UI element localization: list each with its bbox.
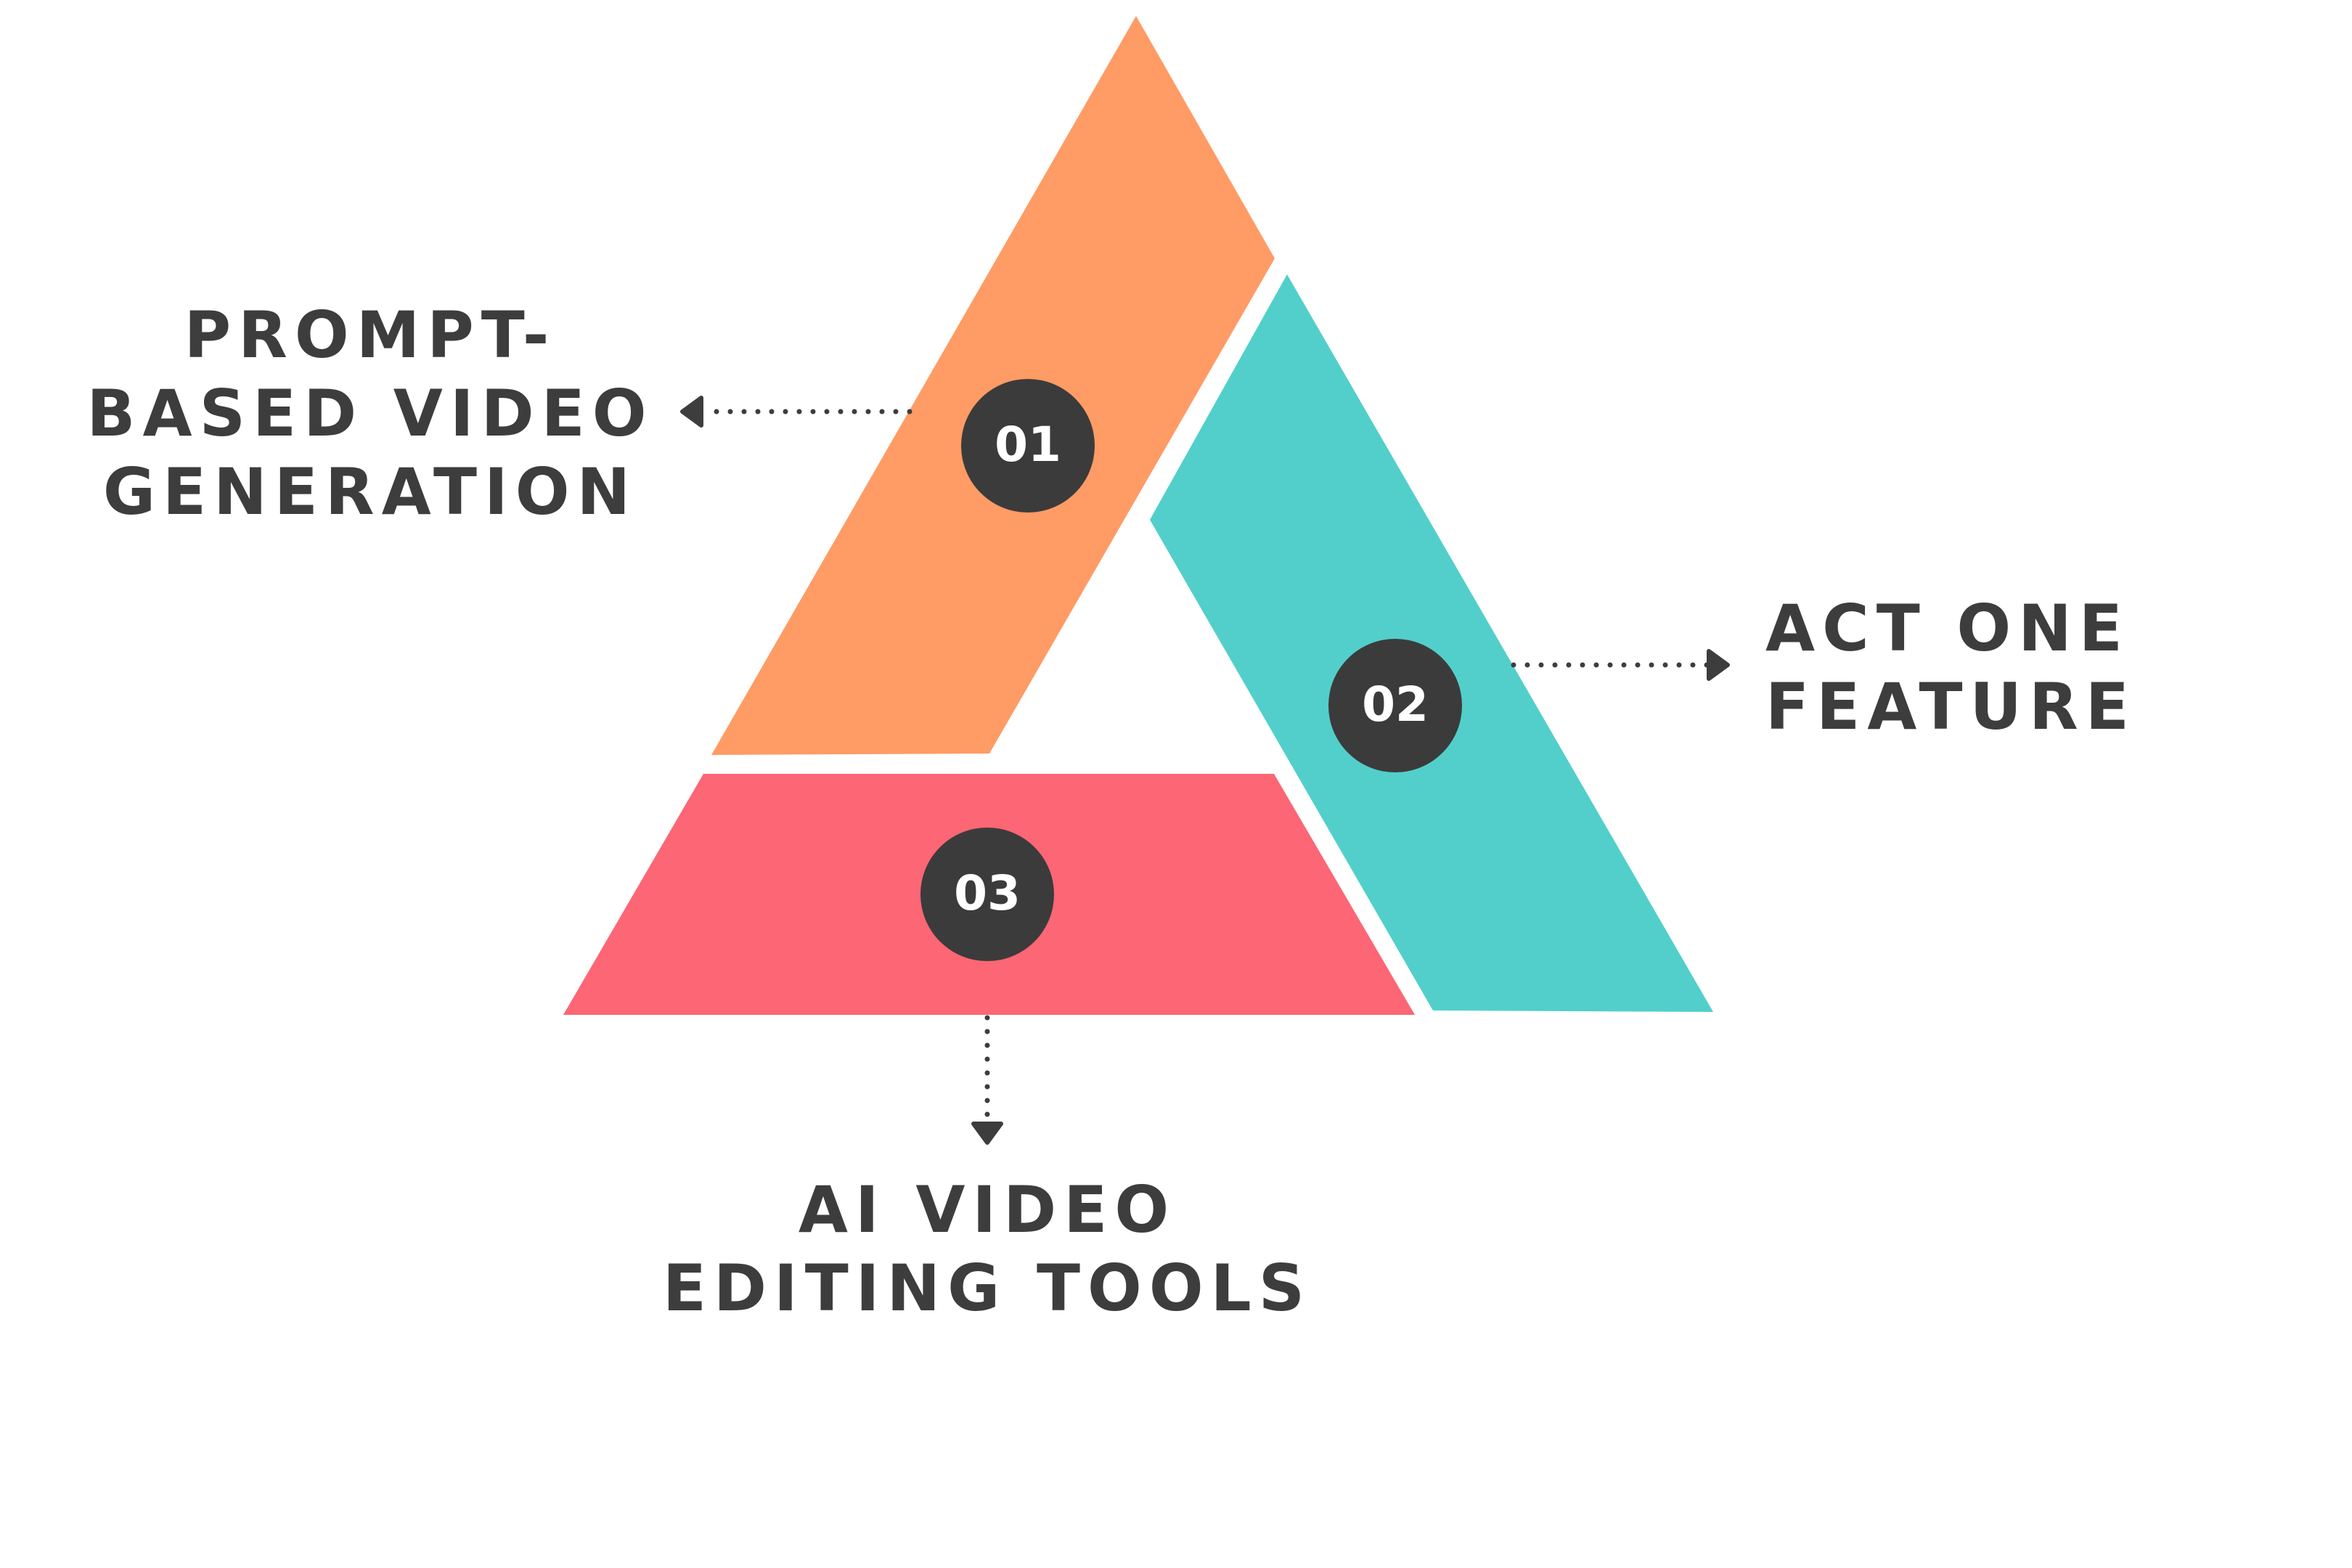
arrowhead-01 bbox=[680, 396, 703, 428]
label-02-line-2: FEATURE bbox=[1765, 669, 2136, 744]
badge-02-circle bbox=[1328, 639, 1462, 772]
arrowhead-03 bbox=[971, 1122, 1003, 1145]
badge-02-number: 02 bbox=[1362, 677, 1429, 732]
label-01-line-1: PROMPT- bbox=[184, 298, 557, 372]
label-02-line-1: ACT ONE bbox=[1765, 591, 2130, 666]
arrowhead-02 bbox=[1707, 649, 1730, 681]
badge-03-number: 03 bbox=[954, 865, 1021, 921]
label-01-line-3: GENERATION bbox=[103, 454, 637, 529]
label-03-line-2: EDITING TOOLS bbox=[663, 1251, 1312, 1326]
badge-03: 03 bbox=[920, 828, 1054, 961]
segment-02-shape bbox=[1150, 274, 1713, 1012]
badge-01: 01 bbox=[961, 379, 1095, 513]
badge-01-circle bbox=[961, 379, 1095, 513]
label-01-line-2: BASED VIDEO bbox=[86, 376, 653, 451]
label-02: ACT ONE FEATURE bbox=[1765, 591, 2136, 744]
badge-01-number: 01 bbox=[995, 417, 1061, 473]
badge-03-circle bbox=[920, 828, 1054, 961]
label-03-line-1: AI VIDEO bbox=[799, 1172, 1176, 1247]
badge-02: 02 bbox=[1328, 639, 1462, 772]
label-01: PROMPT- BASED VIDEO GENERATION bbox=[86, 298, 653, 529]
segment-01-shape bbox=[711, 16, 1275, 755]
label-03: AI VIDEO EDITING TOOLS bbox=[663, 1172, 1312, 1326]
